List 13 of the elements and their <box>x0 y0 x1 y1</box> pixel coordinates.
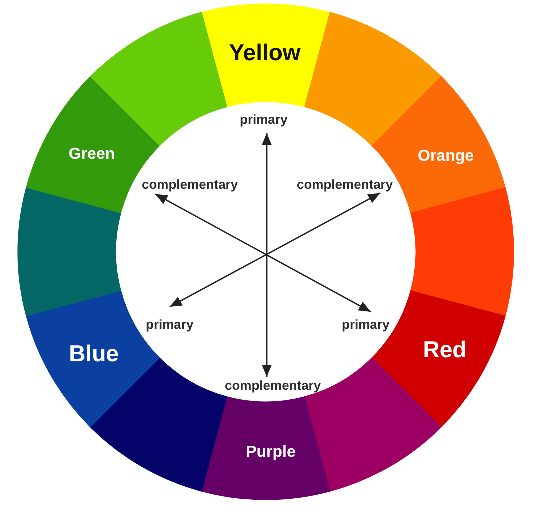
double-arrow <box>262 133 272 377</box>
color-name: Purple <box>246 444 296 462</box>
color-name: Blue <box>69 341 119 367</box>
arrow-label: complementary <box>225 379 322 394</box>
arrow-label: complementary <box>297 178 394 192</box>
arrow-label: primary <box>146 318 194 332</box>
color-name: Red <box>423 337 467 363</box>
color-name: Green <box>68 146 116 164</box>
color-name: Orange <box>418 148 474 166</box>
arrow-label: complementary <box>142 178 238 192</box>
arrow-label: primary <box>240 113 288 128</box>
color-name: Yellow <box>229 40 301 66</box>
arrow-label: primary <box>342 318 390 332</box>
